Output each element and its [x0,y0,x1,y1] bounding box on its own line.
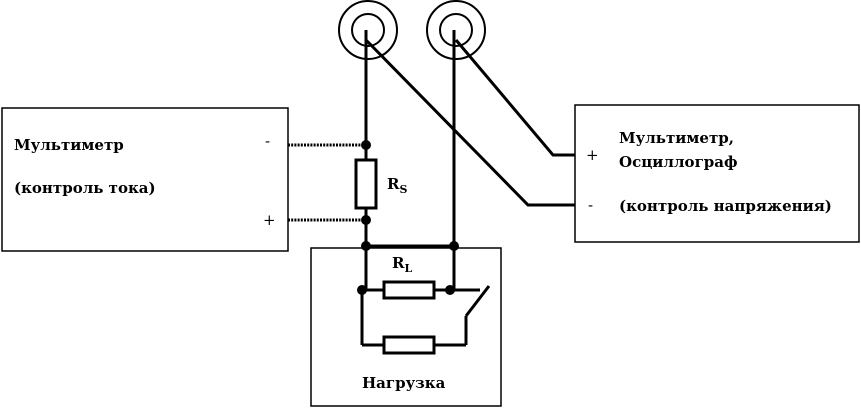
junction-shunt-top [361,140,371,150]
voltmeter-box [574,104,860,243]
voltmeter-title-line1: Мультиметр, [619,129,734,147]
ammeter-box [1,107,289,252]
shunt-label: RS [387,175,407,196]
voltmeter-minus-sign: - [588,196,593,214]
connector-left [338,0,398,60]
ammeter-plus-sign: + [263,211,276,229]
shunt-resistor [354,158,378,210]
load-resistor-label: RL [392,254,412,275]
wire-voltmeter-minus [364,38,575,207]
junction-load-inner-right [445,285,455,295]
wire-voltmeter-plus [454,39,575,157]
load-box [310,247,502,407]
switch-blade [464,285,491,317]
load-resistor-2 [382,335,436,355]
voltmeter-title-line2: Осциллограф [619,153,738,171]
load-resistor-rl [382,280,436,300]
voltmeter-plus-sign: + [586,146,599,164]
connector-right [426,0,486,60]
junction-load-inner-left [357,285,367,295]
ammeter-subtitle: (контроль тока) [14,179,156,197]
junction-load-left [361,241,371,251]
junction-load-right [449,241,459,251]
voltmeter-subtitle: (контроль напряжения) [619,197,832,215]
ammeter-title: Мультиметр [14,136,124,154]
ammeter-minus-sign: - [265,132,270,150]
load-label: Нагрузка [362,374,446,392]
junction-shunt-bottom [361,215,371,225]
